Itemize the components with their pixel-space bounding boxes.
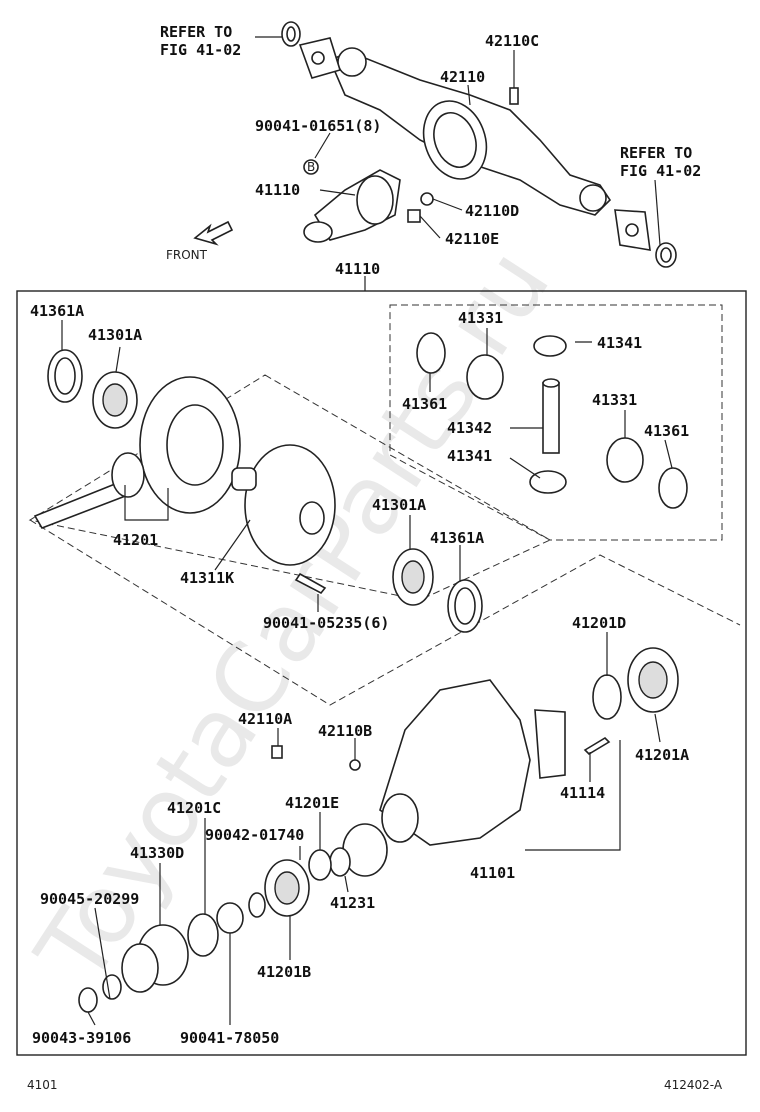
callout-90043-39106: 90043-39106 [32, 1029, 131, 1047]
callout-refer-top: REFER TO [160, 23, 232, 41]
oil-seal-41201c [187, 913, 219, 957]
callout-41361a-right: 41361A [430, 529, 484, 547]
callout-41361-top: 41361 [402, 395, 447, 413]
bolt-marker-text: B [307, 160, 315, 174]
differential-case [231, 444, 336, 566]
washer-90045-20299 [102, 974, 122, 1000]
side-gear-bottom [606, 437, 644, 483]
drain-plug [407, 192, 434, 223]
callout-41114: 41114 [560, 784, 605, 802]
bearing-41301a-left [92, 371, 138, 429]
callout-41331-top: 41331 [458, 309, 503, 327]
carrier-housing-41101 [379, 679, 566, 846]
diff-case-dashed-outline [28, 374, 552, 601]
oil-seal-41361a-right [447, 579, 483, 633]
callout-labels: REFER TO FIG 41-02 42110C 42110 90041-01… [30, 23, 701, 1047]
drive-pinion [33, 452, 145, 529]
callout-42110a: 42110A [238, 710, 292, 728]
nut-42110b [349, 759, 361, 771]
front-label: FRONT [166, 248, 208, 262]
callout-41342: 41342 [447, 419, 492, 437]
companion-flange-41330d [121, 924, 189, 993]
oil-seal-41361a-left [47, 349, 83, 403]
callout-41361-bottom: 41361 [644, 422, 689, 440]
washer-41201e [308, 849, 332, 881]
callout-41231: 41231 [330, 894, 375, 912]
callout-41201a: 41201A [635, 746, 689, 764]
callout-41341-bottom: 41341 [447, 447, 492, 465]
callout-refer-top-fig: FIG 41-02 [160, 41, 241, 59]
side-gear-top [466, 354, 504, 400]
callout-refer-right: REFER TO [620, 144, 692, 162]
front-arrow-icon [193, 220, 234, 246]
callout-41361a-left: 41361A [30, 302, 84, 320]
callout-41311k: 41311K [180, 569, 234, 587]
callout-41201c: 41201C [167, 799, 221, 817]
footer-figure-number: 4101 [27, 1078, 58, 1092]
callout-41201d: 41201D [572, 614, 626, 632]
ring-gear [139, 376, 241, 514]
callout-90045-20299: 90045-20299 [40, 890, 139, 908]
bolt-marker-circle [303, 159, 319, 175]
bolt-41114 [583, 736, 611, 756]
nut-90041-78050 [216, 902, 244, 934]
callout-refer-right-fig: FIG 41-02 [620, 162, 701, 180]
pinion-gear-41341-bottom [529, 470, 567, 494]
pinion-shaft-41342 [542, 378, 560, 454]
callout-41330d: 41330D [130, 844, 184, 862]
leader-lines-box [61, 320, 673, 1026]
callout-41110-top: 41110 [255, 181, 300, 199]
washer-90043-39106 [78, 987, 98, 1013]
callout-42110c: 42110C [485, 32, 539, 50]
bolt-90041-05235 [294, 572, 327, 595]
leader-lines-top [255, 36, 661, 291]
carrier-assembly-box [16, 290, 747, 1056]
callout-90041-01651: 90041-01651(8) [255, 117, 381, 135]
callout-41301a-right: 41301A [372, 496, 426, 514]
callout-41201b: 41201B [257, 963, 311, 981]
callout-90041-78050: 90041-78050 [180, 1029, 279, 1047]
callout-41331-bottom: 41331 [592, 391, 637, 409]
bearing-41301a-right [392, 548, 434, 606]
oil-seal-left [281, 21, 301, 47]
callout-41201e: 41201E [285, 794, 339, 812]
callout-42110: 42110 [440, 68, 485, 86]
washer-90042-01740 [248, 892, 266, 918]
oil-seal-right [655, 242, 677, 268]
stud-42110a [271, 745, 283, 759]
callout-41101: 41101 [470, 864, 515, 882]
callout-42110d: 42110D [465, 202, 519, 220]
footer-drawing-code: 412402-A [664, 1078, 723, 1092]
carrier-assembly-small [303, 169, 401, 243]
thrust-washer-41361-top [416, 332, 446, 374]
callout-41110-box: 41110 [335, 260, 380, 278]
spacer-41231 [329, 823, 388, 877]
pinion-gear-41341-top [533, 335, 567, 357]
axle-housing [298, 37, 651, 251]
callout-90041-05235: 90041-05235(6) [263, 614, 389, 632]
callout-41201: 41201 [113, 531, 158, 549]
breather-plug [509, 60, 519, 105]
spacer-41201d [592, 674, 622, 720]
callout-90042-01740: 90042-01740 [205, 826, 304, 844]
callout-42110e: 42110E [445, 230, 499, 248]
callout-42110b: 42110B [318, 722, 372, 740]
callout-41341-top: 41341 [597, 334, 642, 352]
callout-41301a-left: 41301A [88, 326, 142, 344]
pinion-gear-dashed-box [389, 304, 723, 541]
bearing-41201b [264, 859, 310, 917]
bearing-41201a [627, 647, 679, 713]
thrust-washer-41361-bottom [658, 467, 688, 509]
